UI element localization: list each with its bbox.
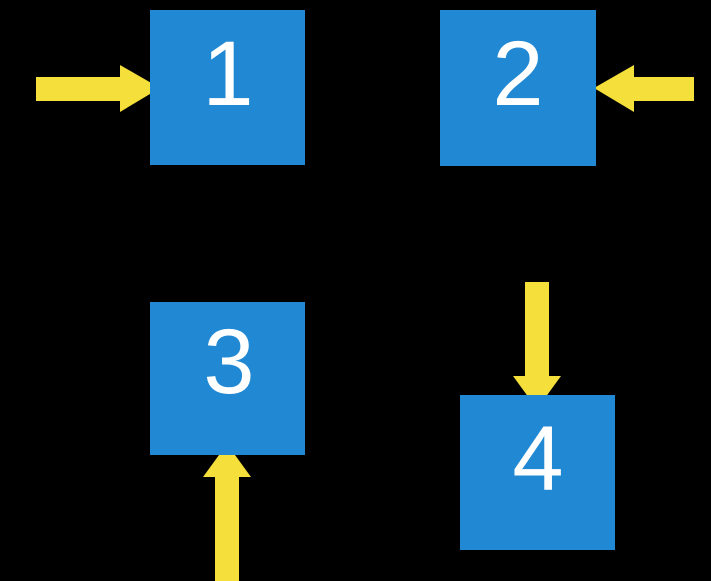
node-label-3: 3 — [203, 311, 255, 413]
arrow-right-into-node-1 — [36, 65, 160, 112]
arrow-left-into-node-2 — [594, 65, 694, 112]
arrow-up-into-node-3 — [203, 444, 251, 581]
arrow-left-shape — [594, 65, 694, 112]
node-box-4[interactable] — [460, 395, 615, 550]
node-box-3[interactable] — [150, 302, 305, 455]
arrow-up-shape — [203, 444, 251, 581]
node-label-2: 2 — [492, 23, 544, 125]
node-label-4: 4 — [512, 408, 564, 510]
arrow-down-into-node-4 — [513, 282, 561, 409]
arrow-right-shape — [36, 65, 160, 112]
node-label-1: 1 — [202, 23, 254, 125]
node-box-1[interactable] — [150, 10, 305, 165]
node-box-2[interactable] — [440, 10, 596, 166]
arrow-down-shape — [513, 282, 561, 409]
